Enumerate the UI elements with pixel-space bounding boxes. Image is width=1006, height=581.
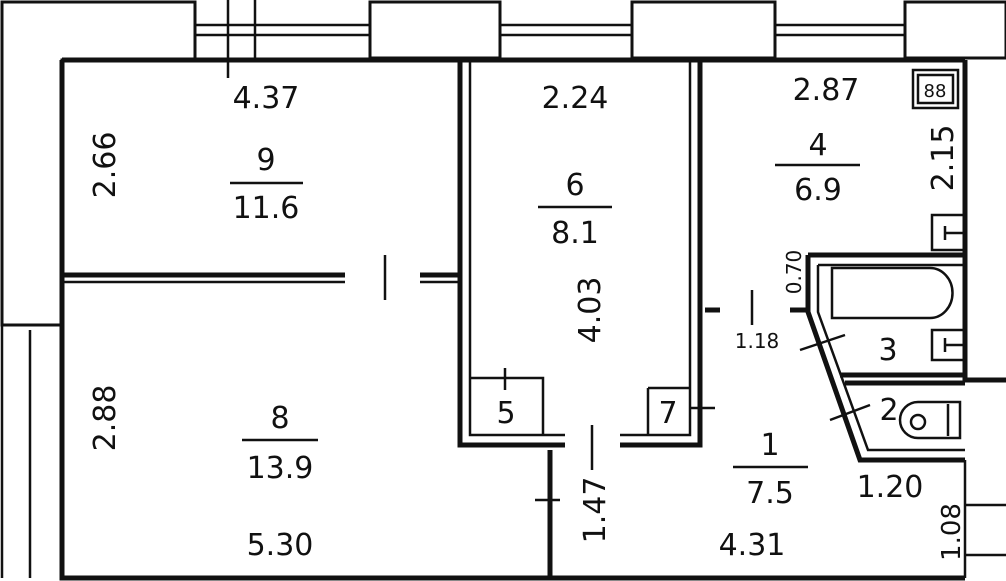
room-6-number: 6: [565, 168, 584, 203]
wc-width-dimension: 1.20: [857, 470, 924, 505]
room-3-number: 3: [878, 333, 897, 368]
room-9-area: 11.6: [233, 191, 300, 226]
interior-walls: [62, 60, 965, 578]
entry-dimension: 1.08: [937, 503, 967, 561]
room-1-number: 1: [760, 428, 779, 463]
room-6-width: 2.24: [542, 81, 609, 116]
door-bath-dimension: 1.18: [735, 329, 780, 353]
room-1-area: 7.5: [746, 476, 794, 511]
room-4-area: 6.9: [794, 173, 842, 208]
room-8-width: 5.30: [247, 528, 314, 563]
room-9-width: 4.37: [233, 81, 300, 116]
room-7-number: 7: [658, 396, 677, 431]
room-6-area: 8.1: [551, 216, 599, 251]
room-6-length: 4.03: [573, 277, 608, 344]
room-4-width: 2.87: [793, 73, 860, 108]
room-4-number: 4: [808, 128, 827, 163]
stove-label: 88: [924, 81, 947, 102]
stove-icon: [911, 68, 960, 110]
bathtub: [830, 266, 954, 320]
room-5-number: 5: [496, 396, 515, 431]
room-8-length: 2.88: [88, 385, 123, 452]
room-8-area: 13.9: [247, 451, 314, 486]
room-9-length: 2.66: [88, 132, 123, 199]
windows: [62, 0, 965, 78]
bath-depth-dimension: 0.70: [782, 250, 806, 295]
room-2-number: 2: [879, 393, 898, 428]
fraction-lines: [230, 163, 860, 469]
room-1-width: 4.31: [719, 528, 786, 563]
room-9-number: 9: [256, 143, 275, 178]
fixtures: [830, 68, 967, 440]
room-8-number: 8: [270, 401, 289, 436]
room-1-length: 1.47: [578, 477, 613, 544]
toilet-icon: [898, 400, 962, 440]
room-4-length: 2.15: [926, 125, 961, 192]
